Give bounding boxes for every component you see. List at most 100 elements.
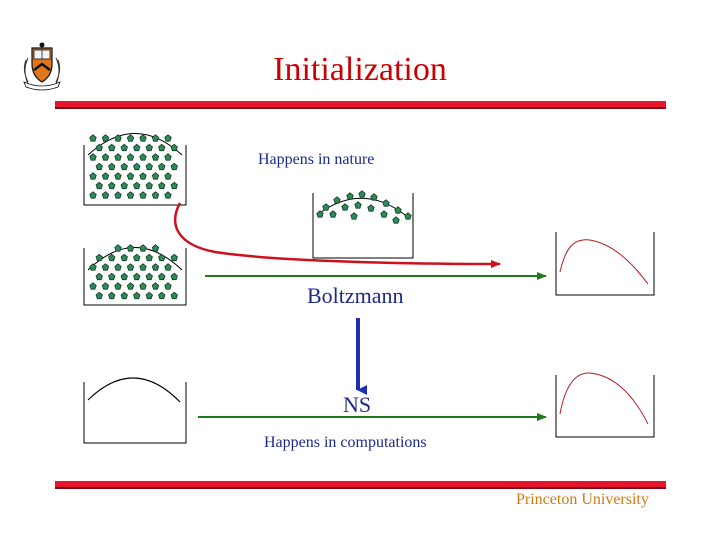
particle <box>133 181 141 190</box>
particle <box>89 153 97 161</box>
particle <box>126 244 135 252</box>
particle <box>139 153 147 161</box>
particle <box>114 263 122 271</box>
particle <box>158 291 166 300</box>
particle <box>108 143 116 152</box>
particle <box>151 153 160 161</box>
particle <box>126 191 135 199</box>
particle <box>126 282 135 290</box>
ns-label: NS <box>343 392 372 417</box>
particle <box>164 134 172 142</box>
particle <box>392 216 400 224</box>
particle <box>145 253 153 262</box>
particle <box>404 212 412 220</box>
particle <box>145 291 153 300</box>
particle <box>158 162 166 171</box>
particle <box>114 172 122 180</box>
particle <box>151 134 160 142</box>
particle <box>101 153 110 161</box>
particle <box>164 191 172 199</box>
particle <box>95 272 103 281</box>
sample-profile-curve <box>87 247 183 271</box>
particle <box>354 201 362 209</box>
particle <box>164 172 172 180</box>
particle <box>89 191 97 199</box>
particle <box>145 181 153 190</box>
particle <box>101 282 110 290</box>
particle <box>382 199 390 207</box>
particle <box>139 282 147 290</box>
particle <box>101 172 110 180</box>
particle <box>133 143 141 152</box>
particle <box>101 263 110 271</box>
velocity-profile-curve <box>87 377 181 403</box>
boltzmann-label: Boltzmann <box>307 283 404 308</box>
computed-profile-box <box>83 377 187 444</box>
particle-cloud <box>89 134 178 199</box>
particle <box>108 291 116 300</box>
particle <box>151 282 160 290</box>
particle <box>101 134 110 142</box>
particle <box>145 272 153 281</box>
particle <box>126 134 135 142</box>
particle <box>151 172 160 180</box>
particle <box>133 162 141 171</box>
distribution-curve <box>559 372 649 425</box>
particle <box>170 291 178 300</box>
particle <box>151 263 160 271</box>
particle <box>114 191 122 199</box>
particle <box>95 143 103 152</box>
particle <box>95 291 103 300</box>
particle <box>164 153 172 161</box>
particle <box>133 253 141 262</box>
initial-sample-box <box>83 244 187 306</box>
particle <box>158 181 166 190</box>
particle <box>145 143 153 152</box>
particle <box>120 291 128 300</box>
particle <box>164 263 172 271</box>
particle <box>350 212 358 220</box>
particle <box>120 143 128 152</box>
particle <box>145 162 153 171</box>
computations-label: Happens in computations <box>264 434 427 451</box>
particle <box>126 153 135 161</box>
particle-cloud <box>316 190 412 224</box>
particle <box>89 263 97 271</box>
particle <box>114 244 122 252</box>
particle <box>89 282 97 290</box>
particle <box>346 192 354 200</box>
bottom-divider-bar <box>55 481 666 489</box>
footer-university: Princeton University <box>516 491 649 508</box>
particle <box>170 181 178 190</box>
particle <box>120 272 128 281</box>
particle <box>108 162 116 171</box>
particle-cloud <box>89 244 178 300</box>
particle <box>139 134 147 142</box>
particle <box>164 282 172 290</box>
particle <box>133 291 141 300</box>
particle <box>89 134 97 142</box>
particle <box>114 153 122 161</box>
particle <box>139 263 147 271</box>
particle <box>380 210 388 218</box>
particle <box>133 272 141 281</box>
particle <box>367 204 375 212</box>
result-plot-bottom <box>555 372 655 438</box>
particle <box>158 272 166 281</box>
center-sample-box <box>312 190 414 259</box>
particle <box>108 253 116 262</box>
particle <box>316 210 324 218</box>
particle <box>101 191 110 199</box>
particle <box>151 191 160 199</box>
particle <box>120 253 128 262</box>
particle <box>126 172 135 180</box>
particle <box>170 253 178 262</box>
nature-path-arrow <box>174 202 501 268</box>
particle <box>139 191 147 199</box>
particle <box>120 181 128 190</box>
particle <box>358 190 366 198</box>
particle <box>322 203 330 211</box>
particle <box>329 210 337 218</box>
particle <box>151 244 160 252</box>
particle <box>108 181 116 190</box>
